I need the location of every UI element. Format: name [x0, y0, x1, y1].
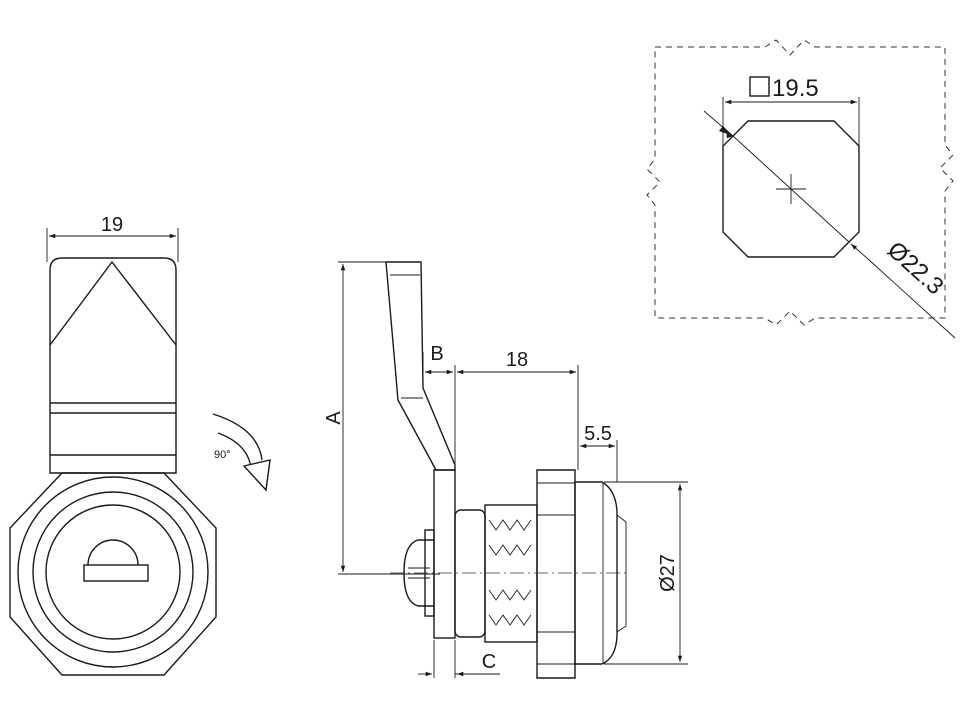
side-view: A B 18 5.5 Ø27 C: [323, 261, 688, 679]
square-symbol-icon: [749, 76, 770, 97]
rotation-label: 90°: [214, 449, 231, 461]
dim-panel-c: C: [482, 651, 496, 673]
dim-cut-diameter-22-3: Ø22.3: [882, 236, 949, 300]
front-view: 19 90°: [9, 214, 271, 676]
dim-square-19-5: 19.5: [772, 75, 819, 102]
dim-height-a: A: [323, 411, 345, 425]
dim-width-19: 19: [101, 214, 123, 236]
dim-diameter-27: Ø27: [657, 554, 679, 592]
panel-cutout-view: 19.5 Ø22.3: [646, 39, 956, 339]
dim-body-length-18: 18: [506, 349, 528, 371]
dim-offset-b: B: [430, 343, 443, 365]
dim-flange-5-5: 5.5: [584, 423, 612, 445]
